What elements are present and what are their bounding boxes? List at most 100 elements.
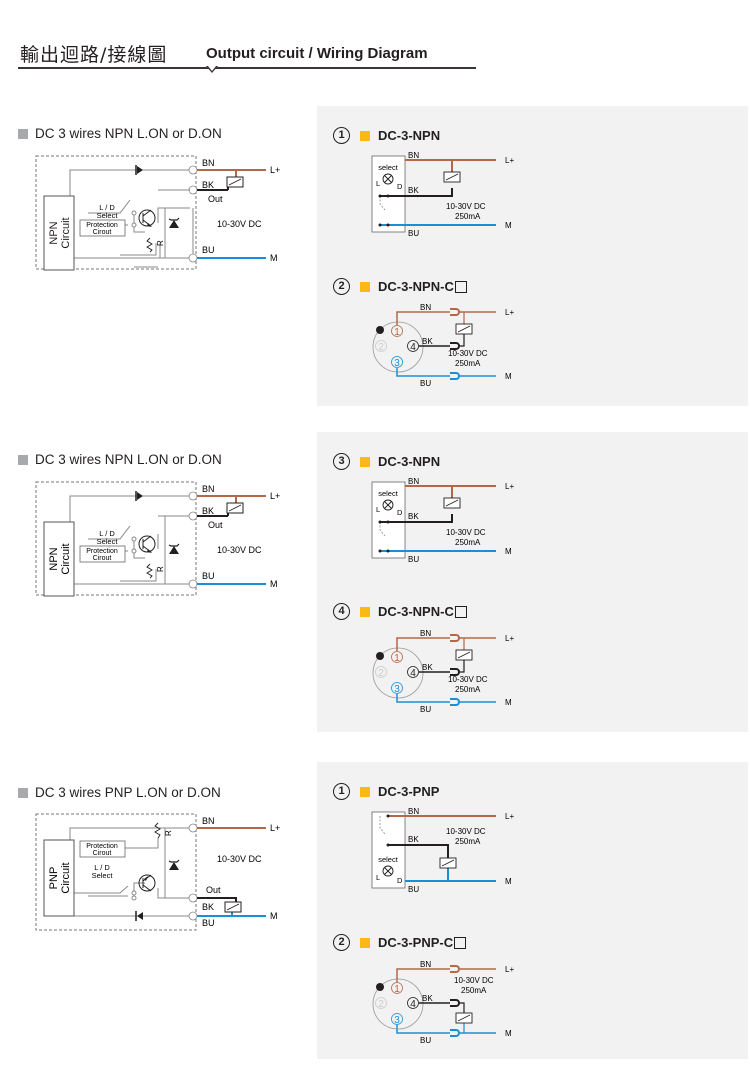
pin-3 [391, 356, 403, 368]
svg-text:2: 2 [378, 342, 384, 353]
wire-black [380, 188, 453, 197]
svg-text:R: R [156, 240, 165, 246]
svg-text:NPN: NPN [48, 547, 60, 570]
item-number-badge: 4 [333, 603, 350, 620]
item-number-badge: 2 [333, 934, 350, 951]
svg-text:250mA: 250mA [455, 538, 481, 547]
svg-text:10-30V DC: 10-30V DC [446, 202, 486, 211]
connector-key-icon [376, 326, 384, 334]
sensor-boundary [35, 481, 197, 596]
model-square-icon [360, 130, 370, 141]
pnp-circuit-diagram: PNP Circuit Protection Cirout L / D Sele… [35, 813, 280, 931]
wire-blue [396, 694, 450, 703]
zener-diode-icon [169, 862, 179, 870]
diode-icon [137, 166, 143, 174]
svg-text:Protection: Protection [86, 548, 118, 555]
svg-text:M: M [270, 911, 278, 921]
svg-text:Circuit: Circuit [60, 862, 72, 893]
svg-text:Cirout: Cirout [93, 555, 112, 562]
svg-text:R: R [156, 566, 165, 572]
pin-2 [375, 340, 387, 352]
svg-text:L+: L+ [505, 482, 514, 491]
svg-text:1: 1 [394, 984, 400, 995]
wiring-npn-3: select L D BN BK BU 10-30V DC 250mA L+ M [371, 478, 514, 564]
section-square-icon [18, 787, 28, 798]
diode-icon [137, 912, 143, 920]
model-name: DC-3-NPN [378, 454, 441, 469]
svg-text:250mA: 250mA [455, 685, 481, 694]
select-switch-icon [379, 816, 386, 835]
svg-text:3: 3 [394, 358, 400, 369]
svg-text:D: D [397, 508, 403, 517]
page-title-zh: 輸出迴路/接線圖 [20, 44, 168, 66]
svg-text:BU: BU [420, 705, 431, 714]
connector-plug-icon [450, 634, 460, 642]
svg-text:L+: L+ [270, 823, 280, 833]
svg-text:M: M [505, 372, 512, 381]
svg-text:L+: L+ [505, 634, 514, 643]
terminal-bu [188, 911, 198, 921]
model-name: DC-3-NPN-C [378, 604, 454, 619]
wiring-npn-1: select L D BN BK BU 10-30V DC 250mA L+ M [371, 152, 514, 238]
svg-text:3: 3 [394, 1015, 400, 1026]
pin-4 [407, 666, 419, 678]
svg-text:1: 1 [394, 653, 400, 664]
svg-text:BN: BN [202, 816, 215, 826]
select-switch-icon [379, 196, 386, 211]
section-title-npn-2: DC 3 wires NPN L.ON or D.ON [18, 452, 222, 467]
svg-text:10-30V DC: 10-30V DC [217, 545, 262, 555]
pin-2 [375, 666, 387, 678]
svg-text:Protection: Protection [86, 843, 118, 850]
svg-text:BK: BK [422, 994, 433, 1003]
svg-text:NPN: NPN [48, 221, 60, 244]
svg-text:Select: Select [97, 537, 119, 546]
protection-circuit-block [79, 219, 126, 237]
svg-text:BU: BU [408, 885, 419, 894]
svg-text:BN: BN [420, 960, 431, 969]
connector-plug-icon [450, 999, 460, 1007]
svg-text:BN: BN [420, 303, 431, 312]
connector-plug-icon [450, 342, 460, 350]
svg-text:select: select [378, 489, 399, 498]
svg-text:BK: BK [408, 512, 419, 521]
pin-3 [391, 682, 403, 694]
svg-text:3: 3 [394, 684, 400, 695]
item-number-badge: 1 [333, 783, 350, 800]
svg-text:BK: BK [202, 902, 214, 912]
svg-text:10-30V DC: 10-30V DC [446, 528, 486, 537]
svg-text:BU: BU [202, 918, 215, 928]
svg-text:4: 4 [410, 999, 416, 1010]
svg-text:10-30V DC: 10-30V DC [217, 219, 262, 229]
svg-text:10-30V DC: 10-30V DC [217, 854, 262, 864]
connector-plug-icon [450, 308, 460, 316]
wiring-panel-3 [317, 762, 748, 1059]
svg-text:10-30V DC: 10-30V DC [454, 976, 494, 985]
svg-text:L+: L+ [270, 491, 280, 501]
section-square-icon [18, 454, 28, 465]
placeholder-box-icon [454, 936, 467, 949]
resistor-icon [146, 237, 153, 253]
pin-4 [407, 997, 419, 1009]
svg-text:M: M [270, 579, 278, 589]
svg-text:M: M [505, 221, 512, 230]
svg-text:BK: BK [422, 663, 433, 672]
svg-text:BN: BN [202, 158, 215, 168]
pin-3 [391, 1013, 403, 1025]
pin-1 [391, 325, 403, 337]
svg-text:Protection: Protection [86, 222, 118, 229]
model-square-icon [360, 937, 370, 948]
wire-blue [396, 1025, 450, 1034]
protection-circuit-block [79, 840, 126, 858]
header-underline [18, 67, 476, 69]
svg-text:M: M [505, 877, 512, 886]
terminal-bn [188, 165, 198, 175]
svg-text:BU: BU [202, 571, 215, 581]
wire-brown [396, 968, 450, 982]
svg-text:BN: BN [408, 478, 419, 486]
connector-plug-icon [450, 965, 460, 973]
svg-text:BN: BN [420, 629, 431, 638]
svg-text:10-30V DC: 10-30V DC [446, 827, 486, 836]
terminal-bk [188, 893, 198, 903]
